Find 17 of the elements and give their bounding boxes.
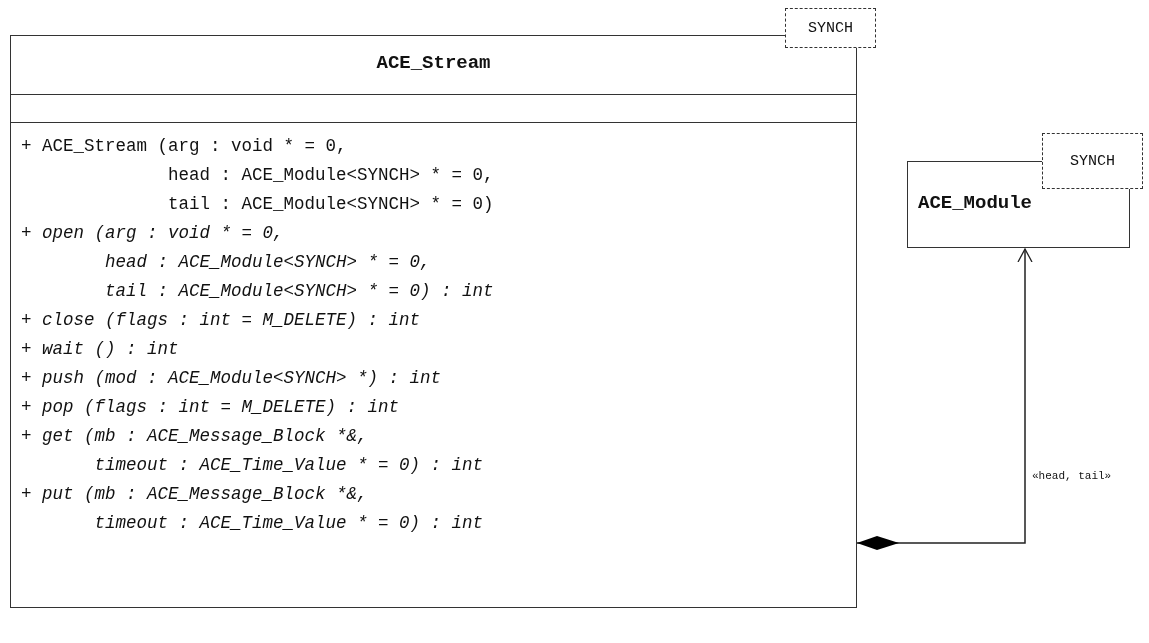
method-signature: + close (flags : int = M_DELETE) : int — [21, 309, 422, 332]
composition-connector — [856, 248, 1033, 550]
class-box — [10, 35, 857, 608]
method-signature: + put (mb : ACE_Message_Block *&, timeout : ACE_Time_Value * = 0) : int — [21, 483, 485, 535]
method-signature: + push (mod : ACE_Module<SYNCH> *) : int — [21, 367, 443, 390]
method-signature: + ACE_Stream (arg : void * = 0, head : ACE_Module<SYNCH> * = 0, tail : ACE_Module<SYNCH> * = 0) — [21, 135, 495, 216]
class-name: ACE_Stream — [375, 52, 492, 74]
method-signature: + pop (flags : int = M_DELETE) : int — [21, 396, 401, 419]
template-parameter-box — [785, 8, 876, 48]
template-parameter-box — [1042, 133, 1143, 189]
parameter-name: SYNCH — [1070, 152, 1115, 170]
method-signature: + wait () : int — [21, 338, 180, 361]
edge-label: «head, tail» — [1030, 470, 1114, 482]
method-signature: + open (arg : void * = 0, head : ACE_Module<SYNCH> * = 0, tail : ACE_Module<SYNCH> * = 0) : int — [21, 222, 495, 303]
parameter-name: SYNCH — [808, 19, 853, 37]
class-name: ACE_Module — [918, 192, 1033, 214]
method-signature: + get (mb : ACE_Message_Block *&, timeout : ACE_Time_Value * = 0) : int — [21, 425, 485, 477]
